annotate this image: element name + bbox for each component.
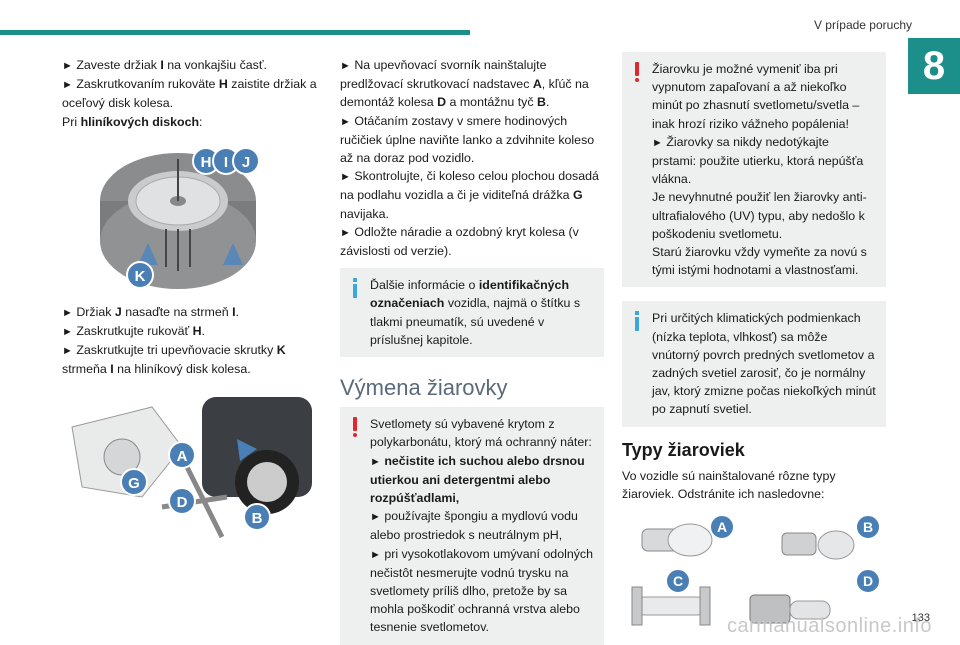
callout-k: K	[126, 260, 154, 289]
instruction-step: ► Držiak J nasaďte na strmeň I.	[62, 304, 239, 319]
instruction-step: ► Odložte náradie a ozdobný kryt kolesa …	[340, 224, 579, 259]
svg-text:D: D	[177, 494, 188, 511]
warning-icon	[630, 60, 646, 82]
bulb-types-illustration: A B C D	[631, 514, 881, 626]
callout-a: A	[168, 440, 196, 469]
column-2: ► Na upevňovací svorník nainštalujte pre…	[340, 56, 604, 645]
section-heading: Výmena žiarovky	[340, 375, 508, 401]
page-number: 133	[911, 612, 930, 624]
svg-text:H: H	[201, 154, 212, 171]
callout-d: D	[168, 486, 196, 515]
svg-text:K: K	[135, 268, 146, 285]
svg-text:B: B	[252, 510, 263, 527]
svg-text:J: J	[242, 154, 250, 171]
callout-h: H	[192, 146, 220, 175]
chapter-tab: 8	[908, 38, 960, 94]
warning-icon	[348, 415, 364, 438]
instruction-step: ► Na upevňovací svorník nainštalujte pre…	[340, 58, 589, 110]
instruction-text: Pri hliníkových diskoch:	[62, 114, 203, 129]
instruction-step: ► Zaskrutkujte tri upevňovacie skrutky K…	[62, 343, 286, 377]
column-1: ► Zaveste držiak I na vonkajšiu časť. ► …	[62, 56, 324, 557]
svg-text:A: A	[717, 519, 727, 535]
instruction-step: ► Skontrolujte, či koleso celou plochou …	[340, 169, 599, 221]
svg-text:B: B	[863, 519, 873, 535]
watermark: carmanualsonline.info	[726, 615, 932, 637]
instruction-step: ► Otáčaním zostavy v smere hodinových ru…	[340, 113, 595, 166]
intro-text: Vo vozidle sú nainštalované rôzne typy ž…	[622, 468, 836, 502]
bulb-c-icon: C	[631, 568, 711, 626]
header-accent-bar	[0, 30, 470, 35]
bulb-b-icon: B	[781, 514, 881, 560]
warning-box: Žiarovku je možné vymeniť iba pri vypnut…	[622, 52, 886, 288]
alloy-wheel-illustration: H I J K	[100, 146, 260, 289]
callout-j: J	[232, 146, 260, 175]
column-3: Žiarovku je možné vymeniť iba pri vypnut…	[622, 52, 886, 639]
svg-text:A: A	[177, 448, 188, 465]
warning-box: Svetlomety sú vybavené krytom z polykarb…	[340, 407, 604, 645]
bulb-a-icon: A	[641, 514, 735, 557]
info-icon	[348, 276, 364, 299]
bulb-d-icon: D	[749, 568, 881, 624]
instruction-step: ► Zaveste držiak I na vonkajšiu časť.	[62, 58, 267, 72]
info-box: Ďalšie informácie o identifikačných ozna…	[340, 268, 604, 358]
instruction-step: ► Zaskrutkujte rukoväť H.	[62, 324, 205, 339]
svg-text:D: D	[863, 573, 873, 589]
sub-heading: Typy žiaroviek	[622, 439, 745, 460]
svg-text:G: G	[128, 475, 140, 492]
spare-wheel-winch-illustration: A G D B	[71, 396, 312, 538]
info-box: Pri určitých klimatických podmienkach (n…	[622, 301, 886, 427]
instruction-step: ► Zaskrutkovaním rukoväte H zaistite drž…	[62, 77, 317, 111]
section-title: V prípade poruchy	[813, 18, 912, 32]
callout-g: G	[120, 467, 148, 496]
svg-text:C: C	[673, 573, 683, 589]
info-icon	[630, 309, 646, 332]
svg-text:I: I	[224, 154, 228, 171]
callout-b: B	[243, 502, 271, 531]
